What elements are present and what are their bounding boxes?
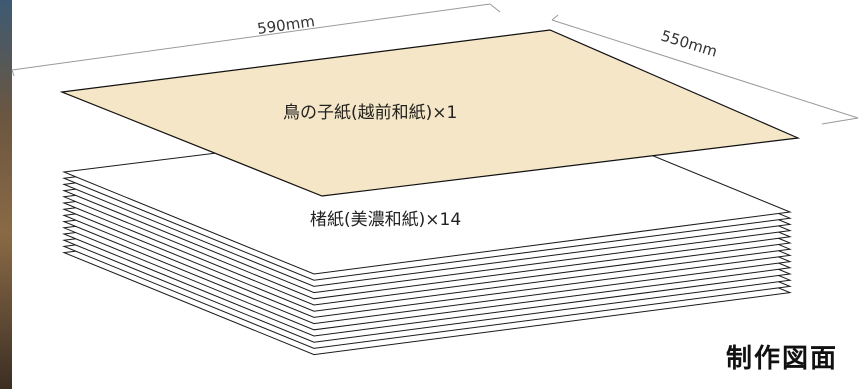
kozo-paper-stack xyxy=(62,111,792,356)
dimension-lines xyxy=(11,3,859,125)
depth-dimension-line xyxy=(551,19,859,119)
stack-label: 楮紙(美濃和紙)×14 xyxy=(310,210,461,230)
width-dimension-label: 590mm xyxy=(256,12,316,38)
width-dimension-tick-right xyxy=(489,3,501,13)
depth-dimension-tick-top xyxy=(551,14,559,21)
top-sheet-label: 鳥の子紙(越前和紙)×1 xyxy=(283,103,457,123)
width-dimension-line xyxy=(11,3,491,71)
width-dimension-tick-left xyxy=(11,69,15,77)
depth-dimension-tick-bottom xyxy=(821,117,859,125)
depth-dimension-label: 550mm xyxy=(659,27,720,61)
photo-edge-strip xyxy=(0,0,12,389)
torinoko-top-sheet xyxy=(59,29,801,197)
caption-production-drawing: 制作図面 xyxy=(725,344,838,374)
